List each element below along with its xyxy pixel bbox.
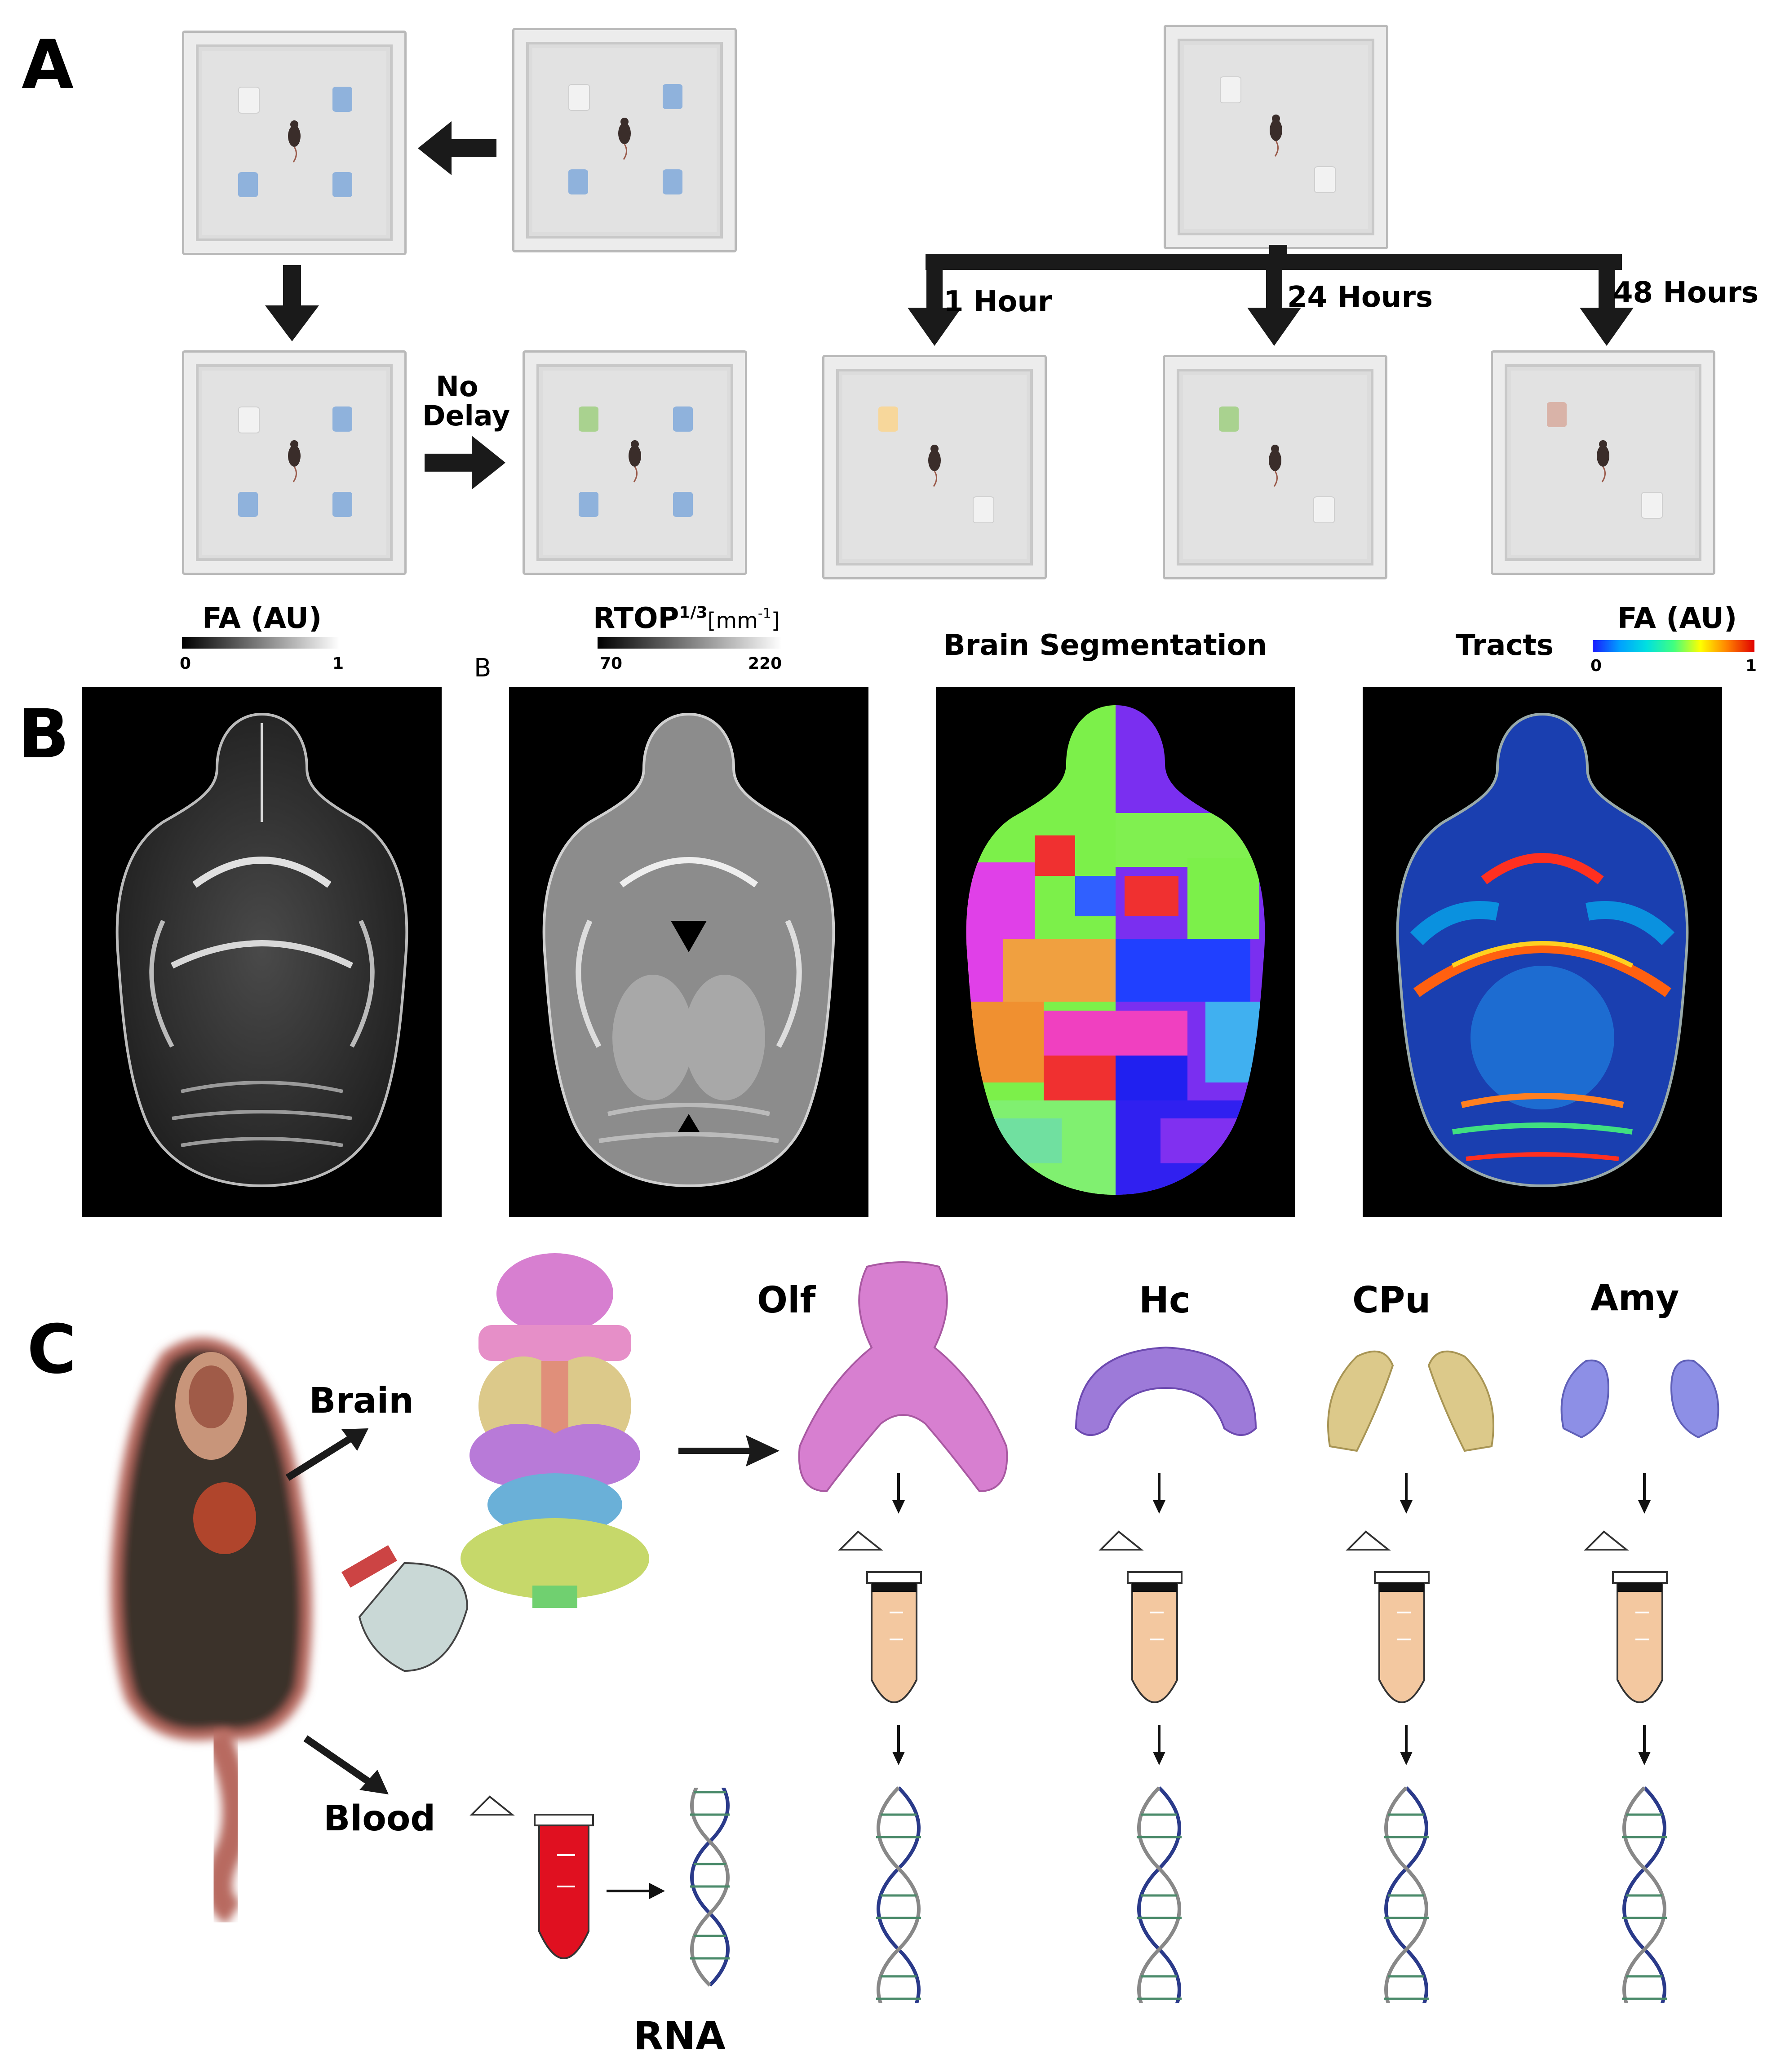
blood-tube-to-rna	[470, 1788, 730, 1987]
rtop-colorbar-title: RTOP1/3[mm-1]	[593, 604, 780, 633]
segmentation-title: Brain Segmentation	[943, 629, 1267, 662]
rtop-unit: [mm	[707, 608, 758, 633]
rtop-superscript: 1/3	[679, 603, 708, 622]
rtop-unit-close: ]	[771, 608, 780, 633]
blood-label: Blood	[323, 1798, 436, 1839]
no-delay-label-line2: Delay	[422, 399, 510, 432]
arrow-down-icon	[265, 265, 319, 341]
cup-white	[1220, 76, 1241, 103]
mouse-icon	[1597, 440, 1609, 482]
region-label-hc: Hc	[1139, 1279, 1191, 1321]
arena-test-24h	[1163, 355, 1387, 579]
cup-white	[1314, 166, 1336, 193]
delay-label-48h: 48 Hours	[1613, 276, 1759, 309]
region-cpu-3d	[1327, 1350, 1494, 1452]
arena-test-no-delay	[523, 350, 747, 575]
region-label-olf: Olf	[757, 1279, 816, 1321]
brain-fa-map	[82, 687, 442, 1217]
mouse-icon	[618, 118, 631, 160]
fa-colorbar-min: 0	[180, 654, 191, 673]
cup-brown	[1547, 402, 1567, 427]
panel-b-small-letter: B	[474, 654, 492, 683]
mouse-icon	[1269, 445, 1281, 487]
region-olf-3d	[798, 1261, 1008, 1493]
fa-colorbar-title: FA (AU)	[202, 602, 322, 635]
region-label-cpu: CPu	[1352, 1279, 1431, 1321]
arena-test-48h	[1491, 350, 1715, 575]
rtop-unit-exponent: -1	[757, 605, 771, 622]
rtop-colorbar	[598, 637, 782, 649]
mouse-icon	[629, 440, 641, 482]
brain-segmentation-map	[936, 687, 1295, 1217]
mouse-icon	[288, 440, 301, 482]
cup-white	[1641, 492, 1663, 519]
tracts-colorbar-max: 1	[1745, 657, 1757, 675]
mouse-icon	[1270, 115, 1282, 157]
arrow-right-icon	[425, 436, 505, 490]
brain-tracts-map	[1363, 687, 1722, 1217]
delay-label-24h: 24 Hours	[1287, 281, 1433, 314]
rtop-colorbar-max: 220	[748, 654, 782, 673]
segmented-brain-3d	[461, 1253, 649, 1608]
cup-white	[238, 406, 260, 433]
delay-label-1h: 1 Hour	[943, 285, 1052, 318]
arena-training-1	[182, 31, 407, 255]
cup-blue	[332, 172, 352, 197]
cup-green	[1219, 406, 1239, 432]
rtop-title-text: RTOP	[593, 602, 679, 635]
cup-yellow	[878, 406, 898, 432]
cup-white	[238, 87, 260, 114]
branch-arrows	[908, 245, 1634, 346]
brain-label: Brain	[309, 1381, 414, 1421]
arena-familiarization	[1164, 25, 1388, 249]
cup-blue	[332, 406, 352, 432]
tracts-colorbar	[1593, 640, 1754, 652]
arena-training-2	[182, 350, 407, 575]
panel-c-letter: C	[27, 1311, 77, 1389]
fa-colorbar	[182, 637, 339, 649]
fa-colorbar-max: 1	[332, 654, 344, 673]
processing-pipeline	[839, 1473, 1752, 2003]
cup-green	[579, 406, 598, 432]
cup-white	[568, 84, 590, 111]
cup-blue	[579, 492, 598, 517]
cup-blue	[568, 169, 588, 194]
cup-blue	[663, 84, 682, 109]
cup-blue	[238, 492, 258, 517]
tracts-colorbar-min: 0	[1590, 657, 1602, 675]
no-delay-label-line1: No	[436, 370, 478, 403]
cup-white	[973, 496, 994, 523]
brain-rtop-map	[509, 687, 868, 1217]
mouse-icon	[288, 120, 301, 163]
tracts-colorbar-title: FA (AU)	[1617, 602, 1737, 635]
cup-blue	[238, 172, 258, 197]
mouse-icon	[928, 445, 941, 487]
panel-b-letter: B	[18, 695, 70, 773]
arena-test-1h	[822, 355, 1047, 579]
region-amy-3d	[1560, 1359, 1719, 1439]
arrow-to-blood-icon	[303, 1735, 389, 1794]
arrow-to-regions-icon	[678, 1435, 780, 1467]
region-hc-3d	[1075, 1346, 1257, 1436]
cup-blue	[332, 87, 352, 112]
rna-label: RNA	[633, 2014, 726, 2059]
cup-blue	[663, 169, 682, 194]
arrow-to-brain-icon	[285, 1428, 368, 1481]
arena-habituation	[512, 28, 737, 252]
cup-blue	[673, 492, 693, 517]
rtop-colorbar-min: 70	[600, 654, 623, 673]
tracts-title: Tracts	[1456, 629, 1554, 662]
arrow-left-icon	[418, 121, 496, 175]
cup-blue	[332, 492, 352, 517]
cup-white	[1313, 496, 1335, 523]
cup-blue	[673, 406, 693, 432]
mouse-dissection-illustration	[111, 1338, 469, 1922]
region-label-amy: Amy	[1590, 1277, 1679, 1319]
panel-a-letter: A	[22, 26, 74, 104]
